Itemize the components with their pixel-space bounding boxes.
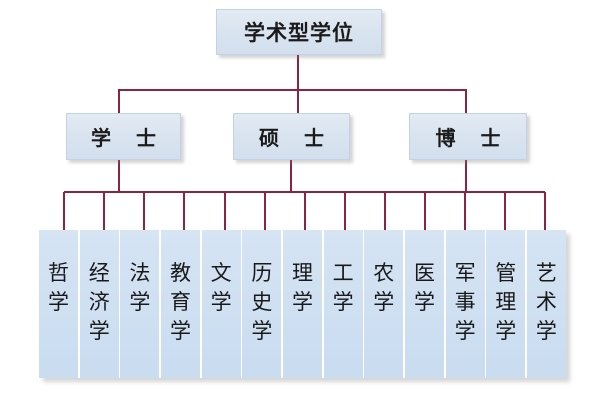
discipline-cell[interactable]: 医学 [404, 230, 444, 378]
discipline-char: 管 [495, 261, 517, 285]
discipline-cell[interactable]: 法学 [120, 230, 160, 378]
discipline-cell[interactable]: 农学 [364, 230, 404, 378]
discipline-cell[interactable]: 教育学 [160, 230, 201, 378]
node-master-degree[interactable]: 硕 士 [233, 113, 350, 160]
node-master-degree-label: 硕 士 [259, 126, 333, 150]
discipline-char: 医 [413, 261, 435, 285]
discipline-char: 教 [170, 261, 191, 285]
discipline-char: 法 [129, 261, 151, 285]
discipline-cell[interactable]: 哲学 [39, 230, 79, 378]
discipline-cell[interactable]: 历史学 [242, 230, 282, 378]
node-academic-degree-label: 学术型学位 [244, 21, 354, 45]
node-academic-degree[interactable]: 学术型学位 [216, 9, 382, 55]
discipline-char: 学 [48, 290, 70, 314]
discipline-char: 事 [454, 290, 476, 314]
discipline-cell[interactable]: 文学 [201, 230, 241, 378]
discipline-char: 学 [373, 290, 395, 314]
discipline-char: 学 [495, 319, 517, 343]
discipline-char: 工 [332, 261, 354, 285]
discipline-char: 学 [291, 290, 313, 314]
discipline-char: 学 [454, 319, 476, 343]
discipline-char: 育 [170, 290, 191, 314]
discipline-char: 文 [210, 261, 232, 285]
discipline-char: 济 [88, 290, 110, 314]
discipline-char: 学 [170, 319, 191, 343]
discipline-char: 农 [373, 261, 395, 285]
discipline-char: 史 [251, 290, 273, 314]
discipline-char: 军 [454, 261, 476, 285]
node-bachelor-degree[interactable]: 学 士 [66, 113, 181, 160]
discipline-char: 学 [535, 319, 557, 343]
discipline-char: 学 [251, 319, 273, 343]
discipline-char: 学 [129, 290, 151, 314]
node-doctor-degree-label: 博 士 [435, 126, 510, 150]
discipline-cell[interactable]: 艺术学 [526, 230, 566, 378]
discipline-char: 学 [88, 319, 110, 343]
discipline-cell[interactable]: 理学 [282, 230, 322, 378]
discipline-char: 哲 [48, 261, 70, 285]
discipline-char: 理 [291, 261, 313, 285]
discipline-char: 学 [210, 290, 232, 314]
discipline-char: 艺 [535, 261, 557, 285]
discipline-strip: 哲学经济学法学教育学文学历史学理学工学农学医学军事学管理学艺术学 [39, 230, 566, 378]
discipline-cell[interactable]: 经济学 [79, 230, 119, 378]
discipline-char: 经 [88, 261, 110, 285]
discipline-cell[interactable]: 管理学 [486, 230, 526, 378]
discipline-char: 学 [413, 290, 435, 314]
discipline-cell[interactable]: 军事学 [445, 230, 485, 378]
discipline-char: 学 [332, 290, 354, 314]
node-doctor-degree[interactable]: 博 士 [409, 113, 527, 160]
node-bachelor-degree-label: 学 士 [91, 126, 165, 150]
discipline-char: 术 [535, 290, 557, 314]
discipline-char: 理 [495, 290, 517, 314]
discipline-cell[interactable]: 工学 [323, 230, 363, 378]
discipline-char: 历 [251, 261, 273, 285]
